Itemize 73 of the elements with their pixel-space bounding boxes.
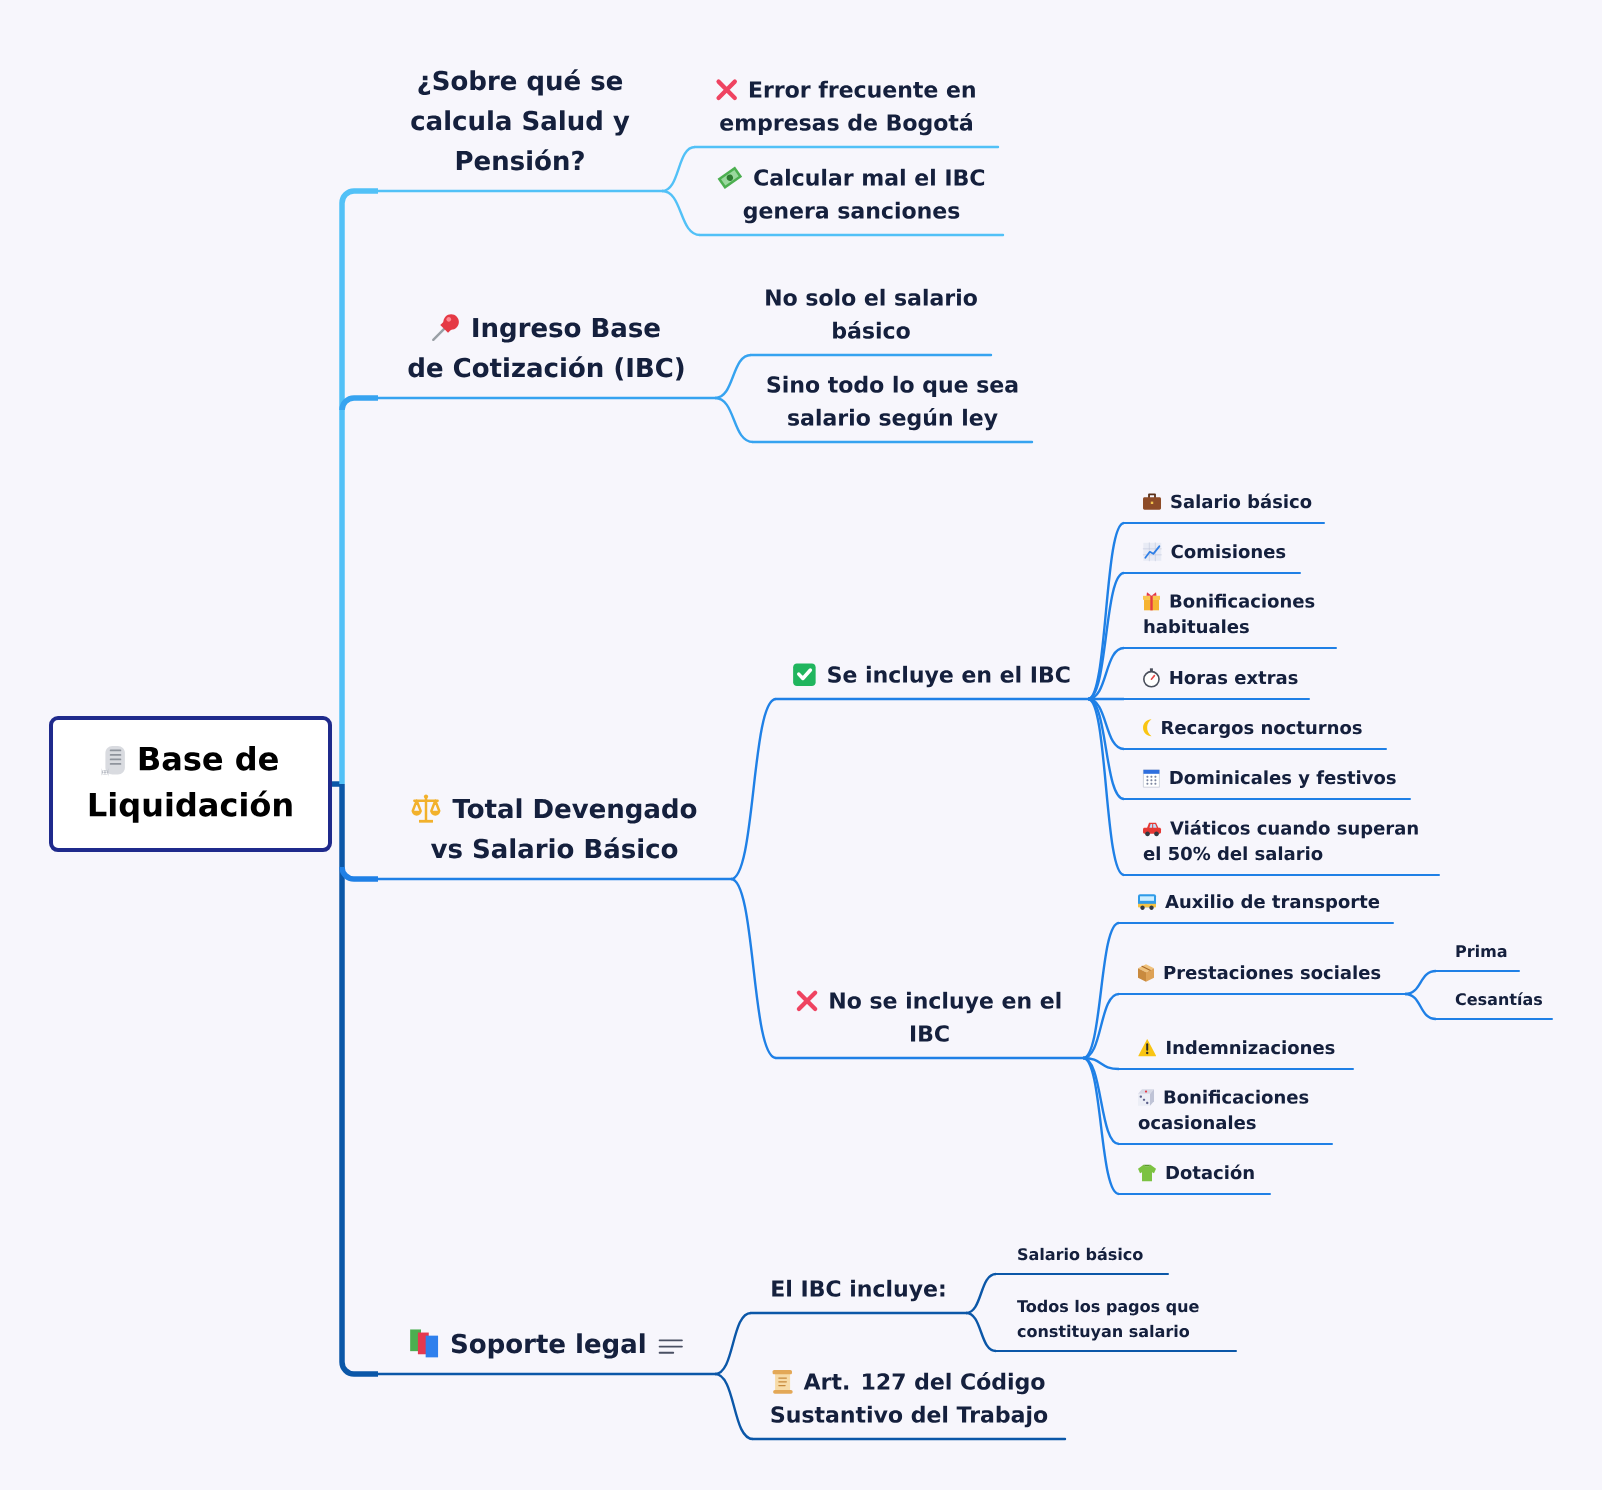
leaf-topic: Viáticos cuando superan el 50% del salario [1123, 820, 1440, 876]
main-topic: Soporte legal [376, 1329, 717, 1376]
leaf-topic: Prestaciones sociales [1118, 964, 1406, 995]
leaf-topic: Recargos nocturnos [1123, 719, 1387, 750]
node-label: Dotación [1166, 1164, 1254, 1180]
leaf-topic: Auxilio de transporte [1118, 894, 1394, 924]
branch-line [339, 784, 345, 879]
node-label: Bonificaciones ocasionales [1138, 1089, 1309, 1130]
branch-line [339, 395, 378, 411]
leaf-topic: Bonificaciones ocasionales [1118, 1089, 1333, 1145]
node-label: Viáticos cuando superan el 50% del salario [1143, 820, 1418, 861]
main-topic: Total Devengado vs Salario Básico [376, 794, 733, 881]
node-label: Prestaciones sociales [1164, 965, 1381, 980]
branch-line [730, 878, 777, 1060]
node-label: Salario básico [1171, 493, 1312, 509]
branch-line [339, 866, 378, 882]
subtopic: Se incluye en el IBC [774, 663, 1090, 701]
main-topic: Ingreso Base de Cotización (IBC) [376, 314, 717, 400]
node-label: Calcular mal el IBC genera sanciones [743, 168, 985, 224]
leaf-topic: Todos los pagos que constituyan salario [995, 1299, 1237, 1352]
node-label: Bonificaciones habituales [1144, 593, 1315, 634]
branch-line [714, 1372, 754, 1441]
branch-line [332, 781, 342, 787]
subtopic: No solo el salario básico [749, 288, 993, 357]
leaf-topic: Prima [1435, 944, 1520, 972]
main-topic: ¿Sobre qué se calcula Salud y Pensión? [376, 69, 664, 193]
central-topic-box: Base de Liquidación [49, 716, 332, 852]
branch-line [730, 698, 777, 881]
branch-line [1082, 992, 1120, 1060]
leaf-topic: Indemnizaciones [1118, 1039, 1354, 1070]
node-label: Total Devengado vs Salario Básico [430, 798, 697, 859]
leaf-topic: Salario básico [1123, 493, 1325, 524]
node-label: Se incluye en el IBC [828, 665, 1070, 688]
branch-line [339, 879, 378, 1377]
branch-line [714, 353, 752, 400]
branch-line [1087, 571, 1125, 701]
branch-line [1087, 698, 1125, 876]
subtopic: Art. 127 del Código Sustantivo del Trabajo [751, 1369, 1067, 1441]
leaf-topic: Dominicales y festivos [1123, 769, 1411, 800]
leaf-topic: Cesantías [1435, 992, 1553, 1020]
node-label: Dominicales y festivos [1170, 770, 1396, 788]
branch-line [1087, 697, 1125, 801]
branch-line [965, 1272, 997, 1315]
leaf-topic: Dotación [1118, 1164, 1271, 1195]
leaf-topic: Bonificaciones habituales [1123, 592, 1337, 649]
node-label: Auxilio de transporte [1165, 894, 1380, 912]
branch-line [339, 398, 345, 784]
leaf-topic: Salario básico [995, 1247, 1169, 1275]
branch-line [661, 189, 701, 237]
subtopic: No se incluye en el IBC [774, 990, 1085, 1060]
leaf-topic: Horas extras [1123, 668, 1310, 700]
node-label: Art. 127 del Código Sustantivo del Trabajo [771, 1371, 1048, 1428]
subtopic: Calcular mal el IBC genera sanciones [698, 166, 1005, 237]
subtopic: Error frecuente en empresas de Bogotá [693, 79, 1000, 149]
node-label: Soporte legal [451, 1333, 645, 1359]
node-label: Ingreso Base de Cotización (IBC) [408, 318, 684, 381]
branch-line [1404, 992, 1437, 1021]
subtopic: Sino todo lo que sea salario según ley [751, 375, 1034, 444]
branch-line [1082, 1057, 1120, 1196]
branch-line [714, 396, 754, 444]
node-label: Indemnizaciones [1167, 1040, 1335, 1055]
node-label: Recargos nocturnos [1162, 720, 1362, 738]
branch-line [339, 188, 378, 398]
node-label: Comisiones [1171, 544, 1286, 559]
node-label: Horas extras [1170, 670, 1298, 685]
branch-line [714, 1311, 752, 1376]
branch-line [1087, 522, 1125, 700]
branch-line [1082, 1056, 1120, 1146]
subtopic: El IBC incluye: [749, 1279, 968, 1315]
branch-line [1087, 646, 1125, 701]
leaf-topic: Comisiones [1123, 542, 1301, 574]
branch-line [661, 145, 696, 193]
branch-line [965, 1311, 997, 1353]
